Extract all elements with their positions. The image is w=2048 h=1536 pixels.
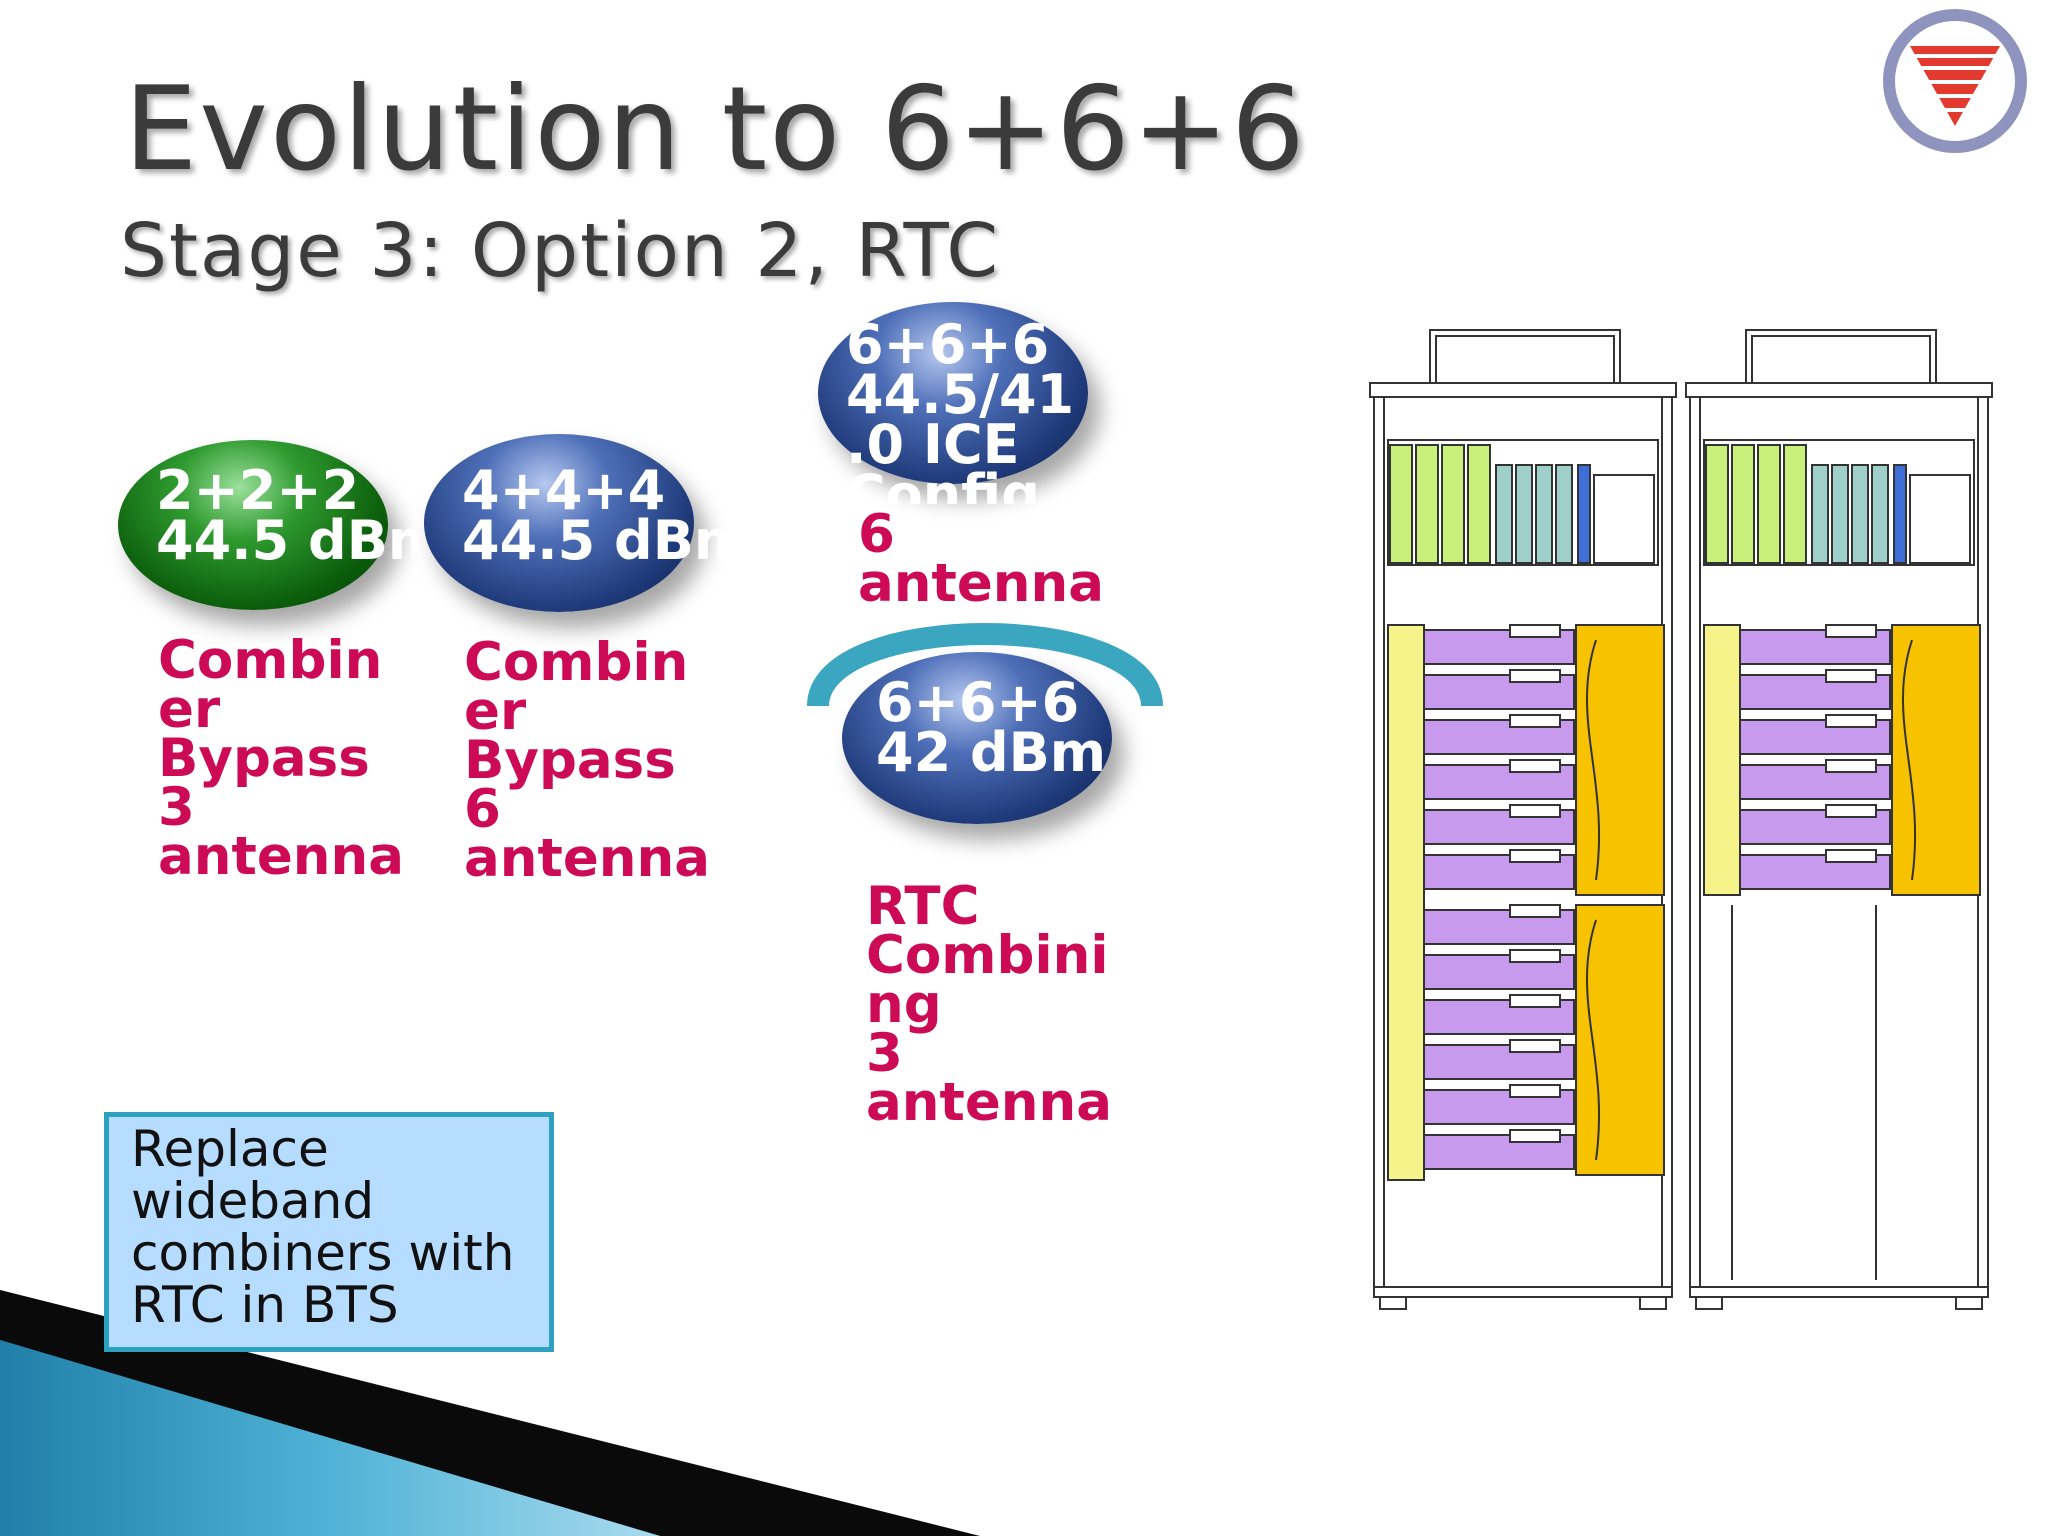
config-ellipse-2-2-2 <box>118 440 388 610</box>
config-caption-4: RTC Combini ng 3 antenna <box>866 876 1113 1133</box>
config-caption-2: Combin er Bypass 6 antenna <box>464 632 711 889</box>
rtc-arc <box>807 623 1163 708</box>
config-ellipse-2-2-2-label: 2+2+2 44.5 dBm <box>156 459 445 572</box>
slide-title: Evolution to 6+6+6 <box>124 62 1307 197</box>
config-caption-3: 6 antenna <box>858 504 1105 614</box>
config-ellipse-6-6-6-ice-label: 6+6+6 44.5/41 .0 ICE Config. 8 <box>846 314 1117 505</box>
config-caption-1: Combin er Bypass 3 antenna <box>158 630 405 887</box>
bts-cabinet-right <box>1685 329 1993 1310</box>
triangle-in-circle-logo-icon <box>1883 9 2027 153</box>
config-ellipse-6-6-6-ice <box>818 302 1088 484</box>
config-ellipse-6-6-6-rtc <box>842 652 1112 824</box>
note-box-text: Replace wideband combiners with RTC in B… <box>131 1120 515 1334</box>
bts-cabinet-left <box>1369 329 1677 1310</box>
config-ellipse-6-6-6-rtc-label: 6+6+6 42 dBm <box>876 671 1107 784</box>
slide-subtitle: Stage 3: Option 2, RTC <box>120 208 1001 294</box>
config-ellipse-6-6-6-ice-clip: 6+6+6 44.5/41 .0 ICE Config. 8 <box>818 314 1118 505</box>
config-ellipse-4-4-4 <box>424 434 694 612</box>
config-ellipse-4-4-4-label: 4+4+4 44.5 dBm <box>462 459 751 572</box>
note-box: Replace wideband combiners with RTC in B… <box>104 1112 554 1352</box>
bts-cabinets-diagram <box>1369 329 1993 1310</box>
